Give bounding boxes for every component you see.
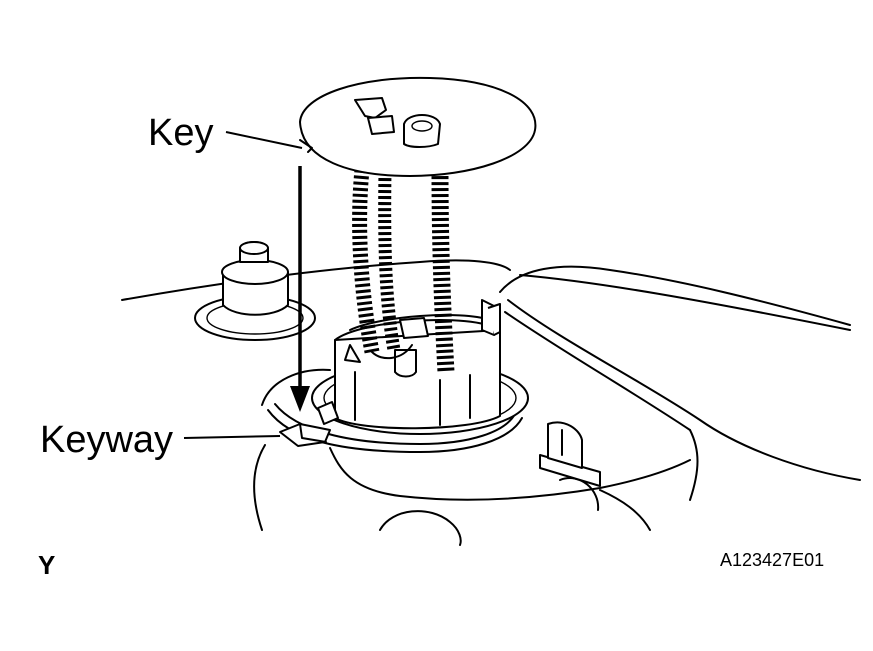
keyway-leader-line — [183, 435, 281, 439]
fuel-tank — [121, 259, 861, 546]
view-letter-label: Y — [38, 550, 55, 580]
insertion-arrow — [290, 166, 310, 412]
figure-code-label: A123427E01 — [720, 550, 824, 570]
pump-lid — [299, 76, 537, 177]
keyway-notch — [279, 423, 331, 447]
filler-cap — [194, 241, 316, 341]
key-label: Key — [148, 112, 213, 154]
wiring-harness — [352, 169, 455, 373]
tank-bracket — [539, 421, 601, 487]
key-leader-line — [225, 131, 303, 149]
keyway-label: Keyway — [40, 419, 173, 461]
